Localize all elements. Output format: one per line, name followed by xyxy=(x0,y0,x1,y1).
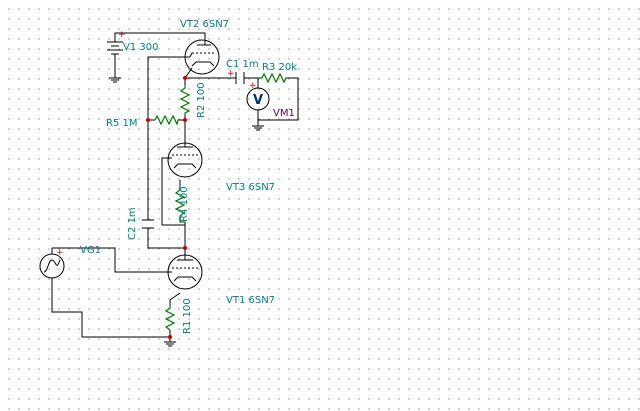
resistor-r5[interactable] xyxy=(154,114,179,126)
wire-vt3-grid xyxy=(161,157,185,226)
wire-c2-bottom xyxy=(147,240,185,249)
wire-vt1-cathode xyxy=(169,292,181,301)
wire-vg1-vt1-grid xyxy=(52,247,172,273)
r2-label: R2 100 xyxy=(196,82,207,118)
wire-v1-vt2-plate xyxy=(114,32,206,38)
voltmeter-vm1[interactable]: V + xyxy=(246,81,270,131)
v1-label: V1 300 xyxy=(123,42,158,53)
junction-node xyxy=(183,246,187,250)
signal-generator-vg1[interactable]: + xyxy=(39,248,65,282)
resistor-r4[interactable] xyxy=(174,186,186,223)
c1-label: C1 1m xyxy=(226,59,259,70)
vm1-plus-mark: + xyxy=(249,81,257,91)
wire-vg1-return xyxy=(51,282,170,338)
vt3-label: VT3 6SN7 xyxy=(226,182,275,193)
ground-icon xyxy=(164,341,176,347)
resistor-r1[interactable] xyxy=(164,305,176,331)
junction-node xyxy=(168,335,172,339)
r4-label: R4 100 xyxy=(179,186,190,222)
junction-node xyxy=(183,76,187,80)
resistor-r3[interactable] xyxy=(258,72,288,84)
c1-plus-mark: + xyxy=(227,69,235,79)
vg1-label: VG1 xyxy=(80,245,101,256)
r1-label: R1 100 xyxy=(182,298,193,334)
capacitor-c1[interactable]: + xyxy=(227,69,245,84)
tube-vt2[interactable] xyxy=(184,38,220,75)
c2-label: C2 1m xyxy=(127,207,138,240)
wire-vt2-grid xyxy=(147,56,190,118)
voltmeter-symbol: V xyxy=(253,93,263,108)
resistor-r2[interactable] xyxy=(179,85,191,115)
junction-node xyxy=(146,118,150,122)
vm1-label: VM1 xyxy=(273,108,295,119)
capacitor-c2[interactable] xyxy=(142,219,154,240)
battery-v1[interactable]: + xyxy=(107,30,126,83)
vg1-plus-mark: + xyxy=(56,248,64,258)
v1-plus-mark: + xyxy=(118,30,126,40)
tube-vt1[interactable] xyxy=(167,254,203,290)
r3-label: R3 20k xyxy=(262,62,297,73)
wire-r3-return xyxy=(258,77,299,121)
junction-node xyxy=(183,118,187,122)
r5-label: R5 1M xyxy=(106,118,137,129)
vt1-label: VT1 6SN7 xyxy=(226,295,275,306)
tube-vt3[interactable] xyxy=(167,140,203,178)
vt2-label: VT2 6SN7 xyxy=(180,19,229,30)
